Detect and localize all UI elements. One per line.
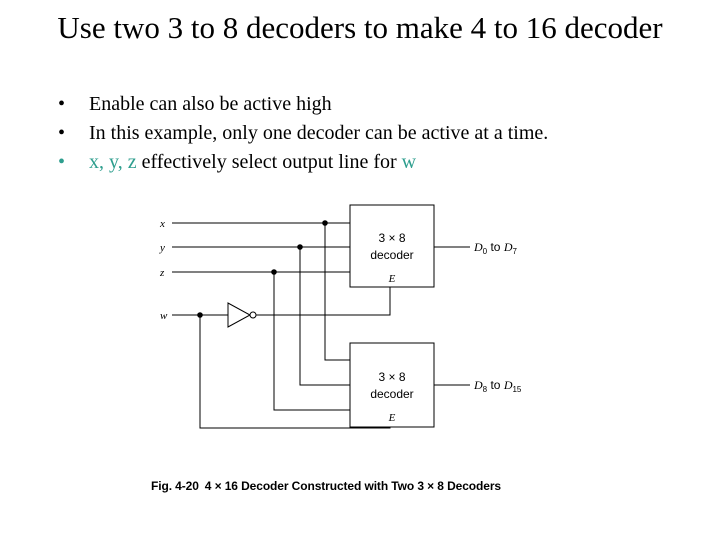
output-prefix: D <box>473 378 483 392</box>
slide-title: Use two 3 to 8 decoders to make 4 to 16 … <box>57 10 663 45</box>
bullet-list: • Enable can also be active high • In this… <box>58 90 548 177</box>
bullet-text: effectively select output line for <box>136 151 402 173</box>
bullet-text: In this example, only one decoder can be… <box>89 122 549 144</box>
bullet-text: Enable can also be active high <box>89 93 332 115</box>
bullet-item: • x, y, z effectively select output line … <box>58 148 548 177</box>
bottom-decoder-enable: E <box>388 412 396 424</box>
top-decoder-box <box>349 204 435 288</box>
bullet-item: • In this example, only one decoder can b… <box>58 119 548 148</box>
output-prefix: D <box>503 378 513 392</box>
output-to: to <box>487 378 504 392</box>
output-sub-start: 8 <box>483 385 488 394</box>
inverter-triangle <box>227 302 252 328</box>
figure-caption-text: 4 × 16 Decoder Constructed with Two 3 × … <box>204 479 501 493</box>
top-decoder-size: 3 × 8 <box>378 231 405 245</box>
output-prefix: D <box>503 240 513 254</box>
wire-w-inverted <box>256 286 391 316</box>
bottom-decoder-box <box>349 342 435 428</box>
junction-dot <box>322 220 328 226</box>
top-decoder-label: decoder <box>370 248 413 262</box>
figure-caption: Fig. 4-20 4 × 16 Decoder Constructed with… <box>151 479 501 493</box>
bottom-output-label: D8 to D15 <box>473 378 522 394</box>
junction-dot <box>271 269 277 275</box>
bullet-item: • Enable can also be active high <box>58 90 548 119</box>
input-label-w: w <box>160 310 168 322</box>
inverter-bubble <box>249 311 257 319</box>
output-sub-start: 0 <box>483 247 488 256</box>
bottom-decoder-label: decoder <box>370 387 413 401</box>
wire-z-branch <box>273 272 350 411</box>
top-decoder-enable: E <box>388 273 396 285</box>
top-output-label: D0 to D7 <box>473 240 517 256</box>
output-prefix: D <box>473 240 483 254</box>
bullet-highlight-vars: x, y, z <box>89 151 137 173</box>
bottom-decoder-size: 3 × 8 <box>378 370 405 384</box>
junction-dot <box>297 244 303 250</box>
bullet-marker: • <box>58 122 66 144</box>
junctions <box>197 220 328 318</box>
bullet-highlight-w: w <box>401 151 417 173</box>
output-to: to <box>487 240 504 254</box>
bullet-marker: • <box>58 93 66 115</box>
output-sub-end: 7 <box>512 247 517 256</box>
wire-x-branch <box>324 223 350 361</box>
wire-y-branch <box>299 247 350 386</box>
bullet-marker: • <box>58 151 66 173</box>
output-sub-end: 15 <box>512 385 521 394</box>
junction-dot <box>197 312 203 318</box>
figure-number: Fig. 4-20 <box>151 479 199 493</box>
input-label-z: z <box>159 267 165 279</box>
input-label-x: x <box>159 218 165 230</box>
input-label-y: y <box>159 242 165 254</box>
decoder-diagram: x y z w 3 × 8 decoder E 3 × 8 decoder E … <box>159 204 522 429</box>
